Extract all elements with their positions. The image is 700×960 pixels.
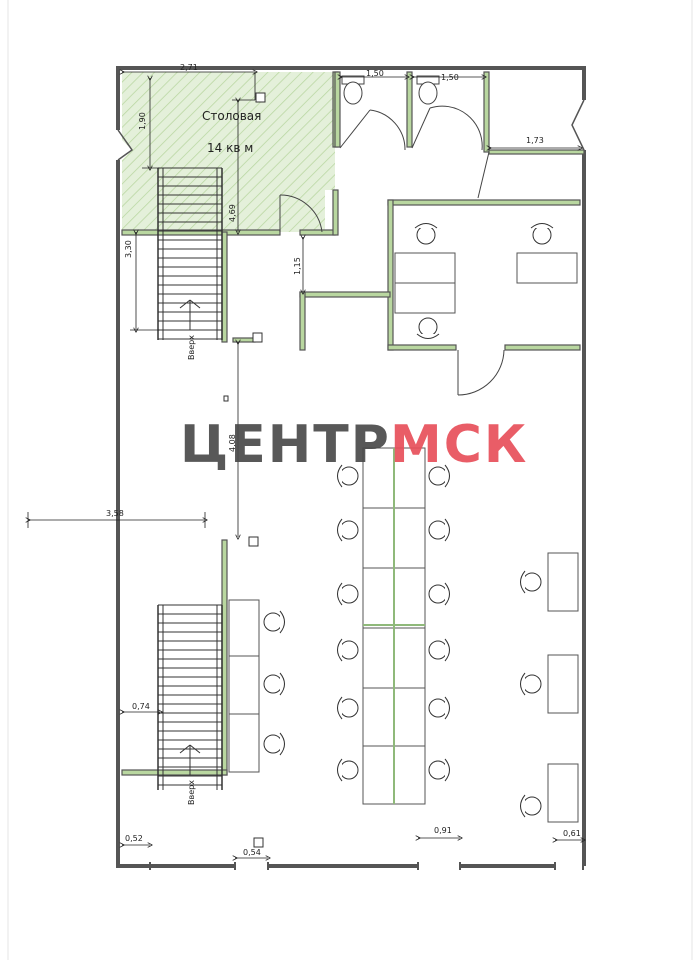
- dim-window-4: 0,61: [563, 829, 581, 838]
- toilet-1-icon: [341, 75, 365, 105]
- doors: [279, 105, 505, 396]
- office-desks: [394, 252, 578, 314]
- dining-room-area-label: 14 кв м: [207, 141, 253, 155]
- upper-staircase: [157, 167, 223, 340]
- dim-window-1: 0,52: [125, 834, 143, 843]
- chairs: [263, 223, 554, 818]
- dim-stair-left: 3,30: [124, 240, 133, 258]
- dim-hall-offset: 3,58: [106, 509, 124, 518]
- watermark-text-part1: ЦЕНТР: [180, 415, 391, 475]
- lower-staircase: [157, 604, 223, 790]
- dining-room-area: [122, 72, 335, 232]
- dim-corridor: 1,15: [293, 257, 302, 275]
- dim-hall-height: 4,08: [228, 434, 237, 452]
- window-marks: [149, 862, 584, 870]
- dim-stair-gap: 0,74: [132, 702, 150, 711]
- partitions: [121, 71, 585, 776]
- stairs-lower-label: Вверх: [187, 780, 196, 805]
- dim-dining-depth: 4,69: [228, 204, 237, 222]
- dim-dining-height: 1,90: [138, 112, 147, 130]
- dim-dining-width: 2,71: [180, 63, 198, 72]
- dim-window-2: 0,54: [243, 848, 261, 857]
- dim-window-3: 0,91: [434, 826, 452, 835]
- open-space-desks: [228, 447, 579, 823]
- fixture-markers: [223, 92, 266, 848]
- dim-wc2-width: 1,50: [441, 73, 459, 82]
- watermark-text-part2: МСК: [390, 415, 528, 475]
- stairs-upper-label: Вверх: [187, 335, 196, 360]
- dim-wc1-width: 1,50: [366, 69, 384, 78]
- dim-closet-width: 1,73: [526, 136, 544, 145]
- dimension-lines: [28, 72, 583, 858]
- dining-room-name: Столовая: [202, 109, 261, 123]
